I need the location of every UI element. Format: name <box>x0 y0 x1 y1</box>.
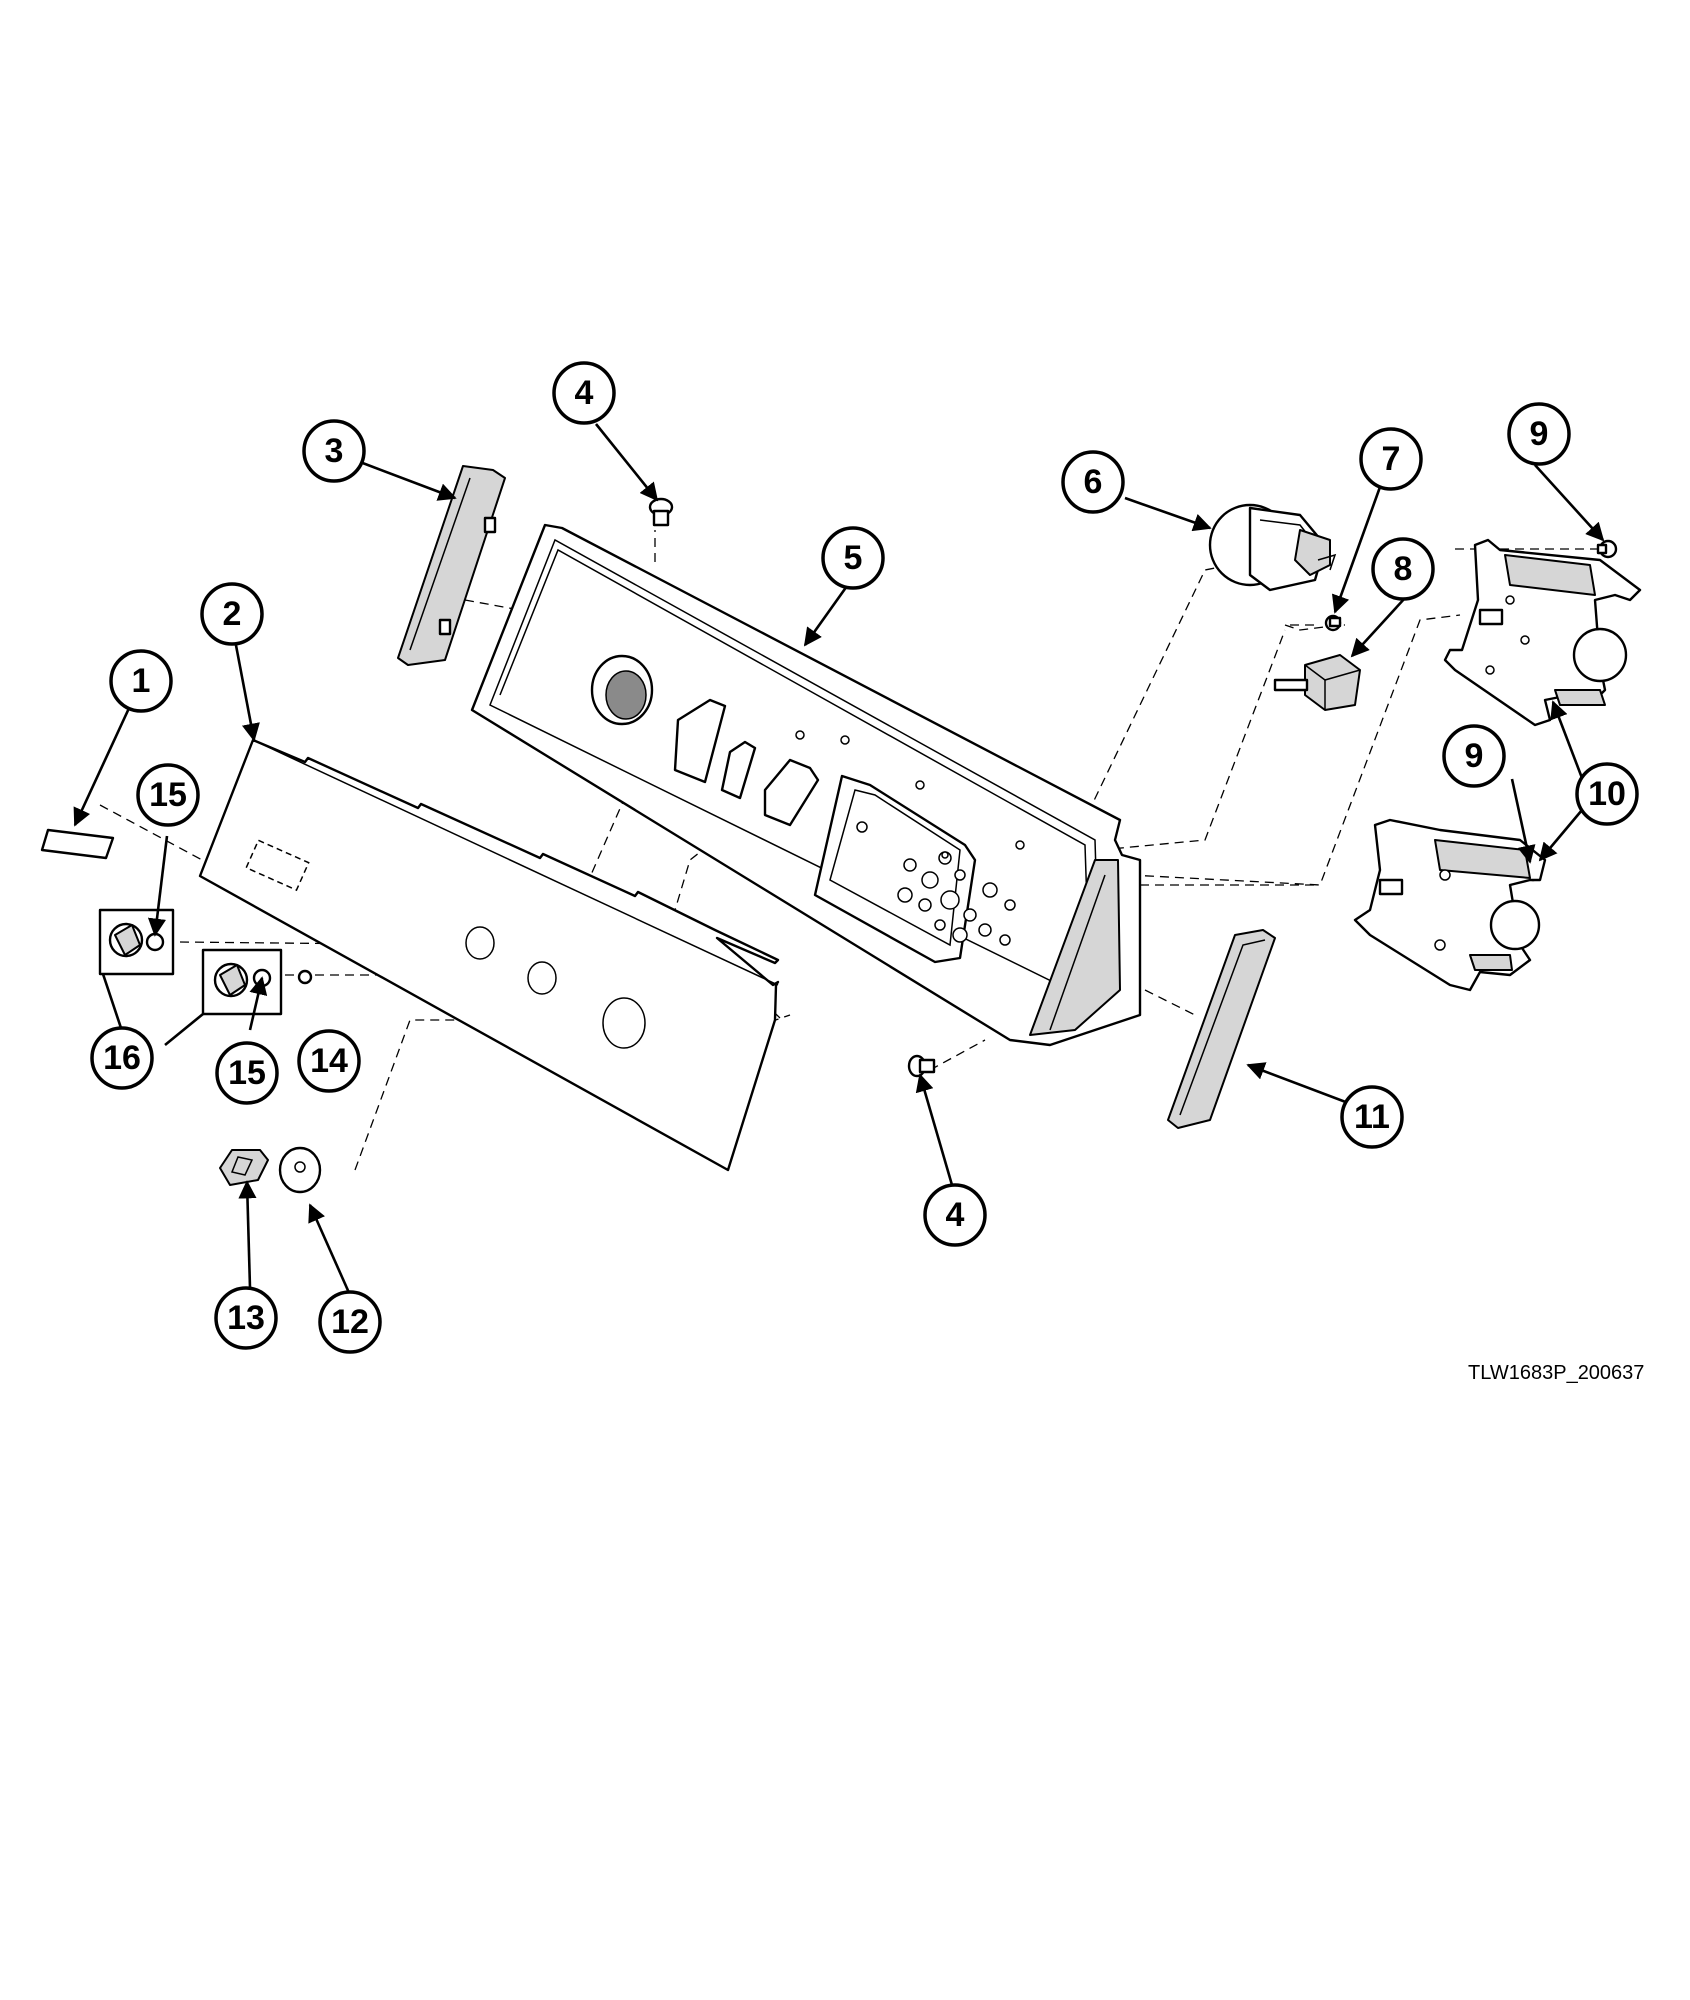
callout-13: 13 <box>214 1286 278 1350</box>
svg-text:7: 7 <box>1382 440 1401 478</box>
svg-text:6: 6 <box>1084 463 1103 501</box>
svg-text:5: 5 <box>844 539 863 577</box>
callout-2: 2 <box>200 582 264 646</box>
callout-11: 11 <box>1340 1085 1404 1149</box>
callout-15-upper: 15 <box>136 763 200 827</box>
leader-lines <box>73 423 1605 1296</box>
callout-3: 3 <box>302 419 366 483</box>
svg-text:8: 8 <box>1394 550 1413 588</box>
callout-8: 8 <box>1371 537 1435 601</box>
callout-12: 12 <box>318 1290 382 1354</box>
callout-7: 7 <box>1359 427 1423 491</box>
callout-4-top: 4 <box>552 361 616 425</box>
part-9-screw-top <box>1596 539 1618 559</box>
callout-5: 5 <box>821 526 885 590</box>
svg-text:9: 9 <box>1465 737 1484 775</box>
part-16-knob-lower <box>201 948 313 1016</box>
console-holes <box>795 730 1025 946</box>
callout-4-bottom: 4 <box>923 1183 987 1247</box>
reference-code: TLW1683P_200637 <box>1468 1362 1645 1384</box>
part-2-overlay-panel <box>198 738 780 1172</box>
svg-text:4: 4 <box>575 374 594 412</box>
callout-1: 1 <box>109 649 173 713</box>
part-4-screw-bottom <box>907 1054 936 1078</box>
svg-text:2: 2 <box>223 595 242 633</box>
callout-16: 16 <box>90 1026 154 1090</box>
part-16-knob-upper <box>98 908 175 976</box>
svg-text:3: 3 <box>325 432 344 470</box>
callouts: 1 2 3 4 4 5 6 7 8 9 9 10 11 12 13 14 15 … <box>90 361 1639 1354</box>
callout-9-top: 9 <box>1507 402 1571 466</box>
svg-text:11: 11 <box>1354 1098 1390 1136</box>
svg-text:15: 15 <box>149 776 187 814</box>
callout-9-lower: 9 <box>1442 724 1506 788</box>
svg-text:10: 10 <box>1588 775 1626 813</box>
part-6-pressure-switch <box>1208 503 1337 592</box>
callout-6: 6 <box>1061 450 1125 514</box>
svg-text:12: 12 <box>331 1303 369 1341</box>
part-1-nameplate <box>40 828 115 860</box>
part-3-left-end-cap <box>397 465 506 666</box>
callout-15-lower: 15 <box>215 1041 279 1105</box>
svg-text:14: 14 <box>310 1042 348 1080</box>
callout-10: 10 <box>1575 762 1639 826</box>
svg-text:15: 15 <box>228 1054 266 1092</box>
part-11-right-end-cap <box>1167 929 1276 1129</box>
svg-text:16: 16 <box>103 1039 141 1077</box>
svg-text:1: 1 <box>132 662 151 700</box>
callout-14: 14 <box>297 1029 361 1093</box>
part-13-button <box>219 1149 269 1186</box>
svg-text:13: 13 <box>227 1299 265 1337</box>
part-8-rotary-switch <box>1273 654 1361 711</box>
part-12-knob-cap <box>278 1146 322 1194</box>
part-7-screw <box>1324 614 1342 632</box>
part-10-timer-upper <box>1443 538 1642 727</box>
part-10-timer-lower <box>1353 818 1547 992</box>
part-5-control-console <box>470 523 1142 1047</box>
svg-text:4: 4 <box>946 1196 965 1234</box>
part-4-screw-top <box>648 497 674 527</box>
svg-text:9: 9 <box>1530 415 1549 453</box>
